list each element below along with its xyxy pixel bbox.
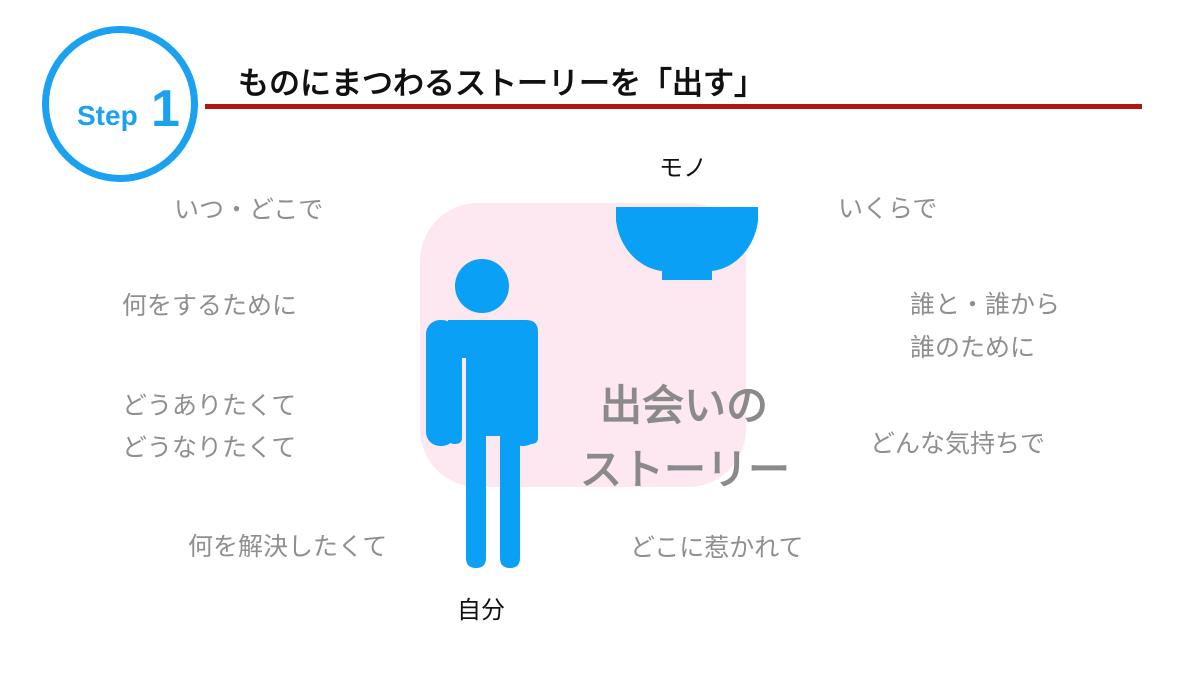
question-solve: 何を解決したくて — [188, 532, 388, 561]
bowl-icon — [616, 207, 758, 280]
question-feeling: どんな気持ちで — [870, 429, 1046, 458]
center-text-line2: ストーリー — [580, 445, 791, 494]
question-purpose: 何をするために — [122, 291, 298, 320]
question-attraction: どこに惹かれて — [630, 533, 804, 562]
title-divider — [205, 104, 1142, 109]
self-label: 自分 — [457, 596, 505, 624]
question-who-line1: 誰と・誰から — [910, 290, 1061, 319]
question-want-line1: どうありたくて — [122, 391, 297, 420]
question-how-much: いくらで — [838, 194, 938, 223]
question-when-where: いつ・どこで — [174, 195, 324, 224]
question-want-line2: どうなりたくて — [122, 433, 297, 462]
person-icon — [426, 259, 538, 568]
object-label: モノ — [659, 154, 707, 182]
step-badge: Step 1 — [42, 26, 198, 182]
step-word: Step — [77, 100, 138, 131]
center-text-line1: 出会いの — [600, 381, 769, 430]
question-who-line2: 誰のために — [910, 333, 1036, 362]
page-title: ものにまつわるストーリーを「出す」 — [238, 66, 765, 102]
step-number: 1 — [151, 80, 180, 138]
